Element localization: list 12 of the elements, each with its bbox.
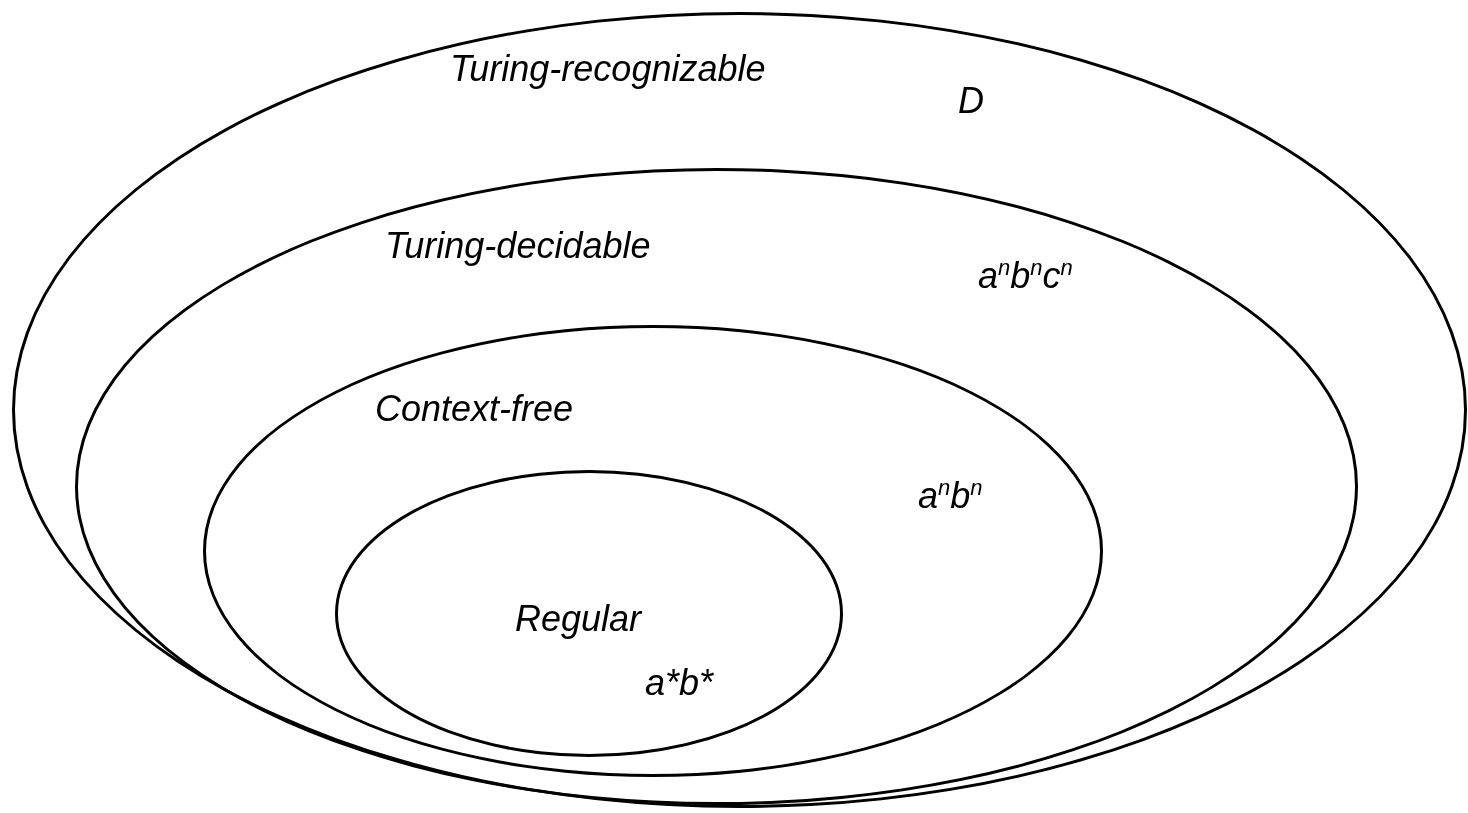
example-language: D	[958, 80, 984, 122]
example-language: a$^{n}$b$^{n}$	[918, 475, 983, 517]
ellipse-region	[203, 325, 1103, 777]
set-name: Regular	[515, 598, 642, 640]
ellipse-region	[75, 168, 1358, 805]
set-name: Context-free	[375, 388, 574, 430]
example-language: a$^{n}$b$^{n}$c$^{n}$	[978, 255, 1073, 297]
set-name: Turing-recognizable	[450, 48, 766, 90]
ellipse-region	[12, 12, 1467, 808]
set-name: Turing-decidable	[385, 225, 651, 267]
example-language: a*b*	[645, 662, 714, 704]
ellipse-region	[335, 470, 843, 757]
